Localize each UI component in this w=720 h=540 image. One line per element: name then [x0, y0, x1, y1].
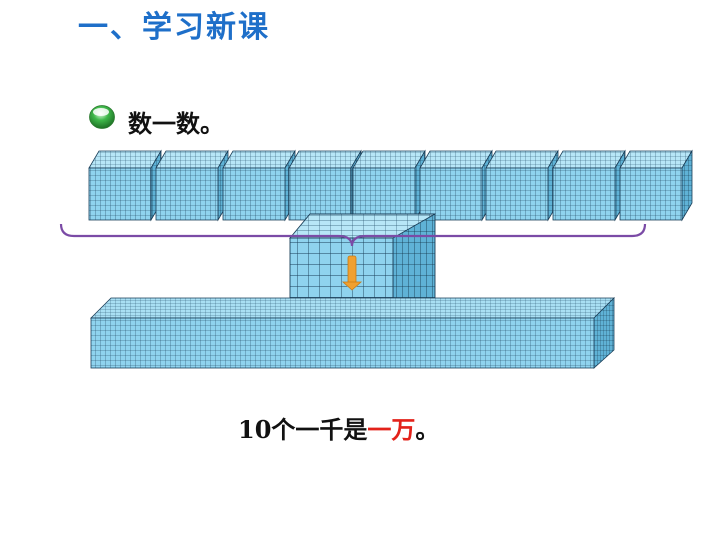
- statement-suffix: 。: [415, 415, 440, 444]
- thousand-cube-row: [88, 149, 693, 222]
- conclusion-statement: 10个一千是一万。: [238, 410, 439, 445]
- center-thousand-cube: [289, 213, 436, 300]
- thousand-cube: [419, 149, 493, 222]
- thousand-cube: [88, 149, 162, 222]
- ten-thousand-slab: [90, 297, 615, 369]
- thousand-cube: [485, 149, 559, 222]
- down-arrow-icon: [341, 255, 363, 291]
- slide-title: 一、学习新课: [78, 10, 270, 45]
- thousand-cube: [619, 149, 693, 222]
- thousand-cube: [222, 149, 296, 222]
- statement-prefix: 10个一千是: [238, 415, 368, 444]
- thousand-cube: [552, 149, 626, 222]
- thousand-cube: [288, 149, 362, 222]
- statement-highlight: 一万: [367, 415, 416, 444]
- thousand-cube: [155, 149, 229, 222]
- bullet-icon: [89, 105, 115, 129]
- thousand-cube: [352, 149, 426, 222]
- instruction-text: 数一数。: [128, 109, 224, 138]
- grouping-brace: [59, 223, 647, 247]
